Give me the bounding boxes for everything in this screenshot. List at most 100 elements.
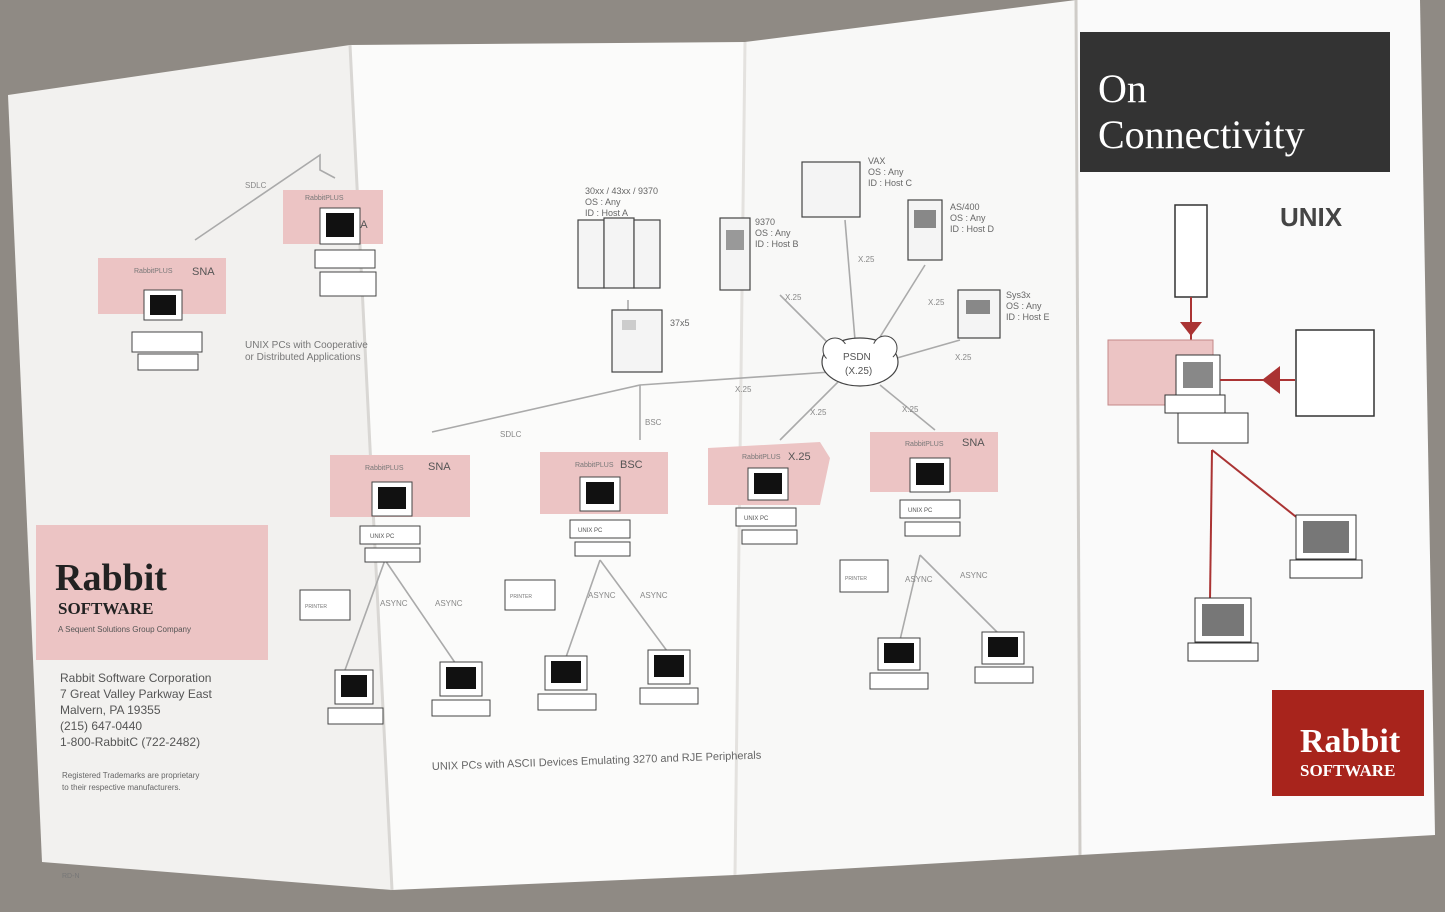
link-label-x25-5: X.25 <box>955 353 972 362</box>
terminal-4 <box>639 649 699 705</box>
address-line-3: Malvern, PA 19355 <box>60 703 161 717</box>
brand-logo-box <box>36 525 268 660</box>
svg-text:RabbitPLUS: RabbitPLUS <box>905 441 944 448</box>
link-label-x25-1: X.25 <box>735 385 752 394</box>
cover-tower-icon <box>1174 204 1208 298</box>
svg-text:SNA: SNA <box>192 266 215 278</box>
cover-title-line2: Connectivity <box>1098 112 1305 157</box>
psdn-cloud: PSDN (X.25) <box>821 335 899 387</box>
link-label-bsc: BSC <box>645 418 662 427</box>
rabbit-node-top-right: RabbitPLUS SNA <box>283 190 383 297</box>
svg-text:30xx / 43xx / 9370: 30xx / 43xx / 9370 <box>585 186 658 196</box>
brochure-cover-panel <box>1076 0 1435 855</box>
svg-text:37x5: 37x5 <box>670 318 690 328</box>
svg-text:SNA: SNA <box>428 461 451 473</box>
svg-text:Sys3x: Sys3x <box>1006 290 1031 300</box>
address-line-4: (215) 647-0440 <box>60 719 142 733</box>
cover-logo-word: Rabbit <box>1300 723 1401 760</box>
svg-text:RabbitPLUS: RabbitPLUS <box>575 462 614 469</box>
brand-name: Rabbit <box>55 557 167 599</box>
svg-text:ID : Host D: ID : Host D <box>950 224 995 234</box>
svg-text:RabbitPLUS: RabbitPLUS <box>742 454 781 461</box>
svg-text:OS : Any: OS : Any <box>1006 301 1042 311</box>
svg-text:RabbitPLUS: RabbitPLUS <box>134 268 173 275</box>
terminal-6 <box>974 631 1034 684</box>
host-b: 9370 OS : Any ID : Host B <box>719 217 799 291</box>
trademark-note-1: Registered Trademarks are proprietary <box>62 771 199 780</box>
svg-text:UNIX PC: UNIX PC <box>370 534 395 540</box>
terminal-5 <box>869 637 929 690</box>
link-label-sdlc-top: SDLC <box>245 181 267 190</box>
link-label-async-4: ASYNC <box>640 591 668 600</box>
svg-text:ID : Host A: ID : Host A <box>585 208 628 218</box>
link-label-x25-3: X.25 <box>858 255 875 264</box>
form-code: RD-N <box>62 873 80 880</box>
link-label-async-1: ASYNC <box>380 599 408 608</box>
svg-text:PRINTER: PRINTER <box>845 576 867 582</box>
svg-text:PRINTER: PRINTER <box>305 604 327 610</box>
controller-37x5: 37x5 <box>611 309 690 373</box>
rabbit-node-x25: RabbitPLUS X.25 UNIX PC <box>708 442 830 545</box>
svg-text:X.25: X.25 <box>788 451 811 463</box>
link-label-x25-7: X.25 <box>902 405 919 414</box>
svg-text:RabbitPLUS: RabbitPLUS <box>365 465 404 472</box>
host-e: Sys3x OS : Any ID : Host E <box>957 289 1050 339</box>
link-label-x25-2: X.25 <box>785 293 802 302</box>
rabbit-node-top-left: RabbitPLUS SNA <box>98 258 226 371</box>
svg-text:SNA: SNA <box>962 437 985 449</box>
svg-text:AS/400: AS/400 <box>950 202 980 212</box>
svg-text:BSC: BSC <box>620 459 643 471</box>
svg-text:OS : Any: OS : Any <box>755 228 791 238</box>
brand-tagline: A Sequent Solutions Group Company <box>58 625 191 634</box>
cover-title-band <box>1080 32 1390 172</box>
cover-logo-box <box>1272 690 1424 796</box>
svg-text:RabbitPLUS: RabbitPLUS <box>305 195 344 202</box>
link-label-x25-4: X.25 <box>928 298 945 307</box>
cover-cube-icon <box>1295 329 1375 417</box>
link-label-x25-6: X.25 <box>810 408 827 417</box>
host-d: AS/400 OS : Any ID : Host D <box>907 199 995 261</box>
printer-2: PRINTER <box>504 579 556 611</box>
link-label-async-2: ASYNC <box>435 599 463 608</box>
terminal-3 <box>537 655 597 711</box>
svg-text:VAX: VAX <box>868 156 885 166</box>
psdn-label-1: PSDN <box>843 352 871 363</box>
svg-text:OS : Any: OS : Any <box>950 213 986 223</box>
rabbit-node-sna-right: RabbitPLUS SNA UNIX PC <box>870 432 998 537</box>
host-c: VAX OS : Any ID : Host C <box>801 156 913 218</box>
address-line-5: 1-800-RabbitC (722-2482) <box>60 735 200 749</box>
psdn-label-2: (X.25) <box>845 366 872 377</box>
cover-logo-sub: SOFTWARE <box>1300 761 1395 780</box>
address-line-2: 7 Great Valley Parkway East <box>60 687 213 701</box>
link-label-async-6: ASYNC <box>960 571 988 580</box>
svg-text:UNIX PC: UNIX PC <box>908 508 933 514</box>
terminal-1 <box>327 669 384 725</box>
svg-text:OS : Any: OS : Any <box>868 167 904 177</box>
caption-top-2: or Distributed Applications <box>245 352 361 363</box>
printer-3: PRINTER <box>839 559 889 593</box>
terminal-2 <box>431 661 491 717</box>
rabbit-node-bsc: RabbitPLUS BSC UNIX PC <box>540 452 668 557</box>
svg-text:PRINTER: PRINTER <box>510 594 532 600</box>
svg-text:UNIX PC: UNIX PC <box>744 516 769 522</box>
brochure-left-panel <box>8 45 392 890</box>
svg-text:ID : Host B: ID : Host B <box>755 239 799 249</box>
link-label-sdlc-mid: SDLC <box>500 430 522 439</box>
network-wires <box>194 153 1001 671</box>
svg-text:ID : Host C: ID : Host C <box>868 178 913 188</box>
address-line-1: Rabbit Software Corporation <box>60 671 211 685</box>
caption-top-1: UNIX PCs with Cooperative <box>245 340 368 351</box>
cover-title-line1: On <box>1098 66 1147 111</box>
host-a: 30xx / 43xx / 9370 OS : Any ID : Host A <box>577 186 661 289</box>
svg-text:UNIX PC: UNIX PC <box>578 528 603 534</box>
svg-text:ID : Host E: ID : Host E <box>1006 312 1050 322</box>
link-label-async-5: ASYNC <box>905 575 933 584</box>
cover-subtitle: UNIX <box>1280 202 1343 232</box>
brand-sub: SOFTWARE <box>58 599 153 618</box>
rabbit-node-sna-left: RabbitPLUS SNA UNIX PC <box>330 455 470 563</box>
svg-text:9370: 9370 <box>755 217 775 227</box>
link-label-async-3: ASYNC <box>588 591 616 600</box>
printer-1: PRINTER <box>299 589 351 621</box>
trademark-note-2: to their respective manufacturers. <box>62 783 181 792</box>
